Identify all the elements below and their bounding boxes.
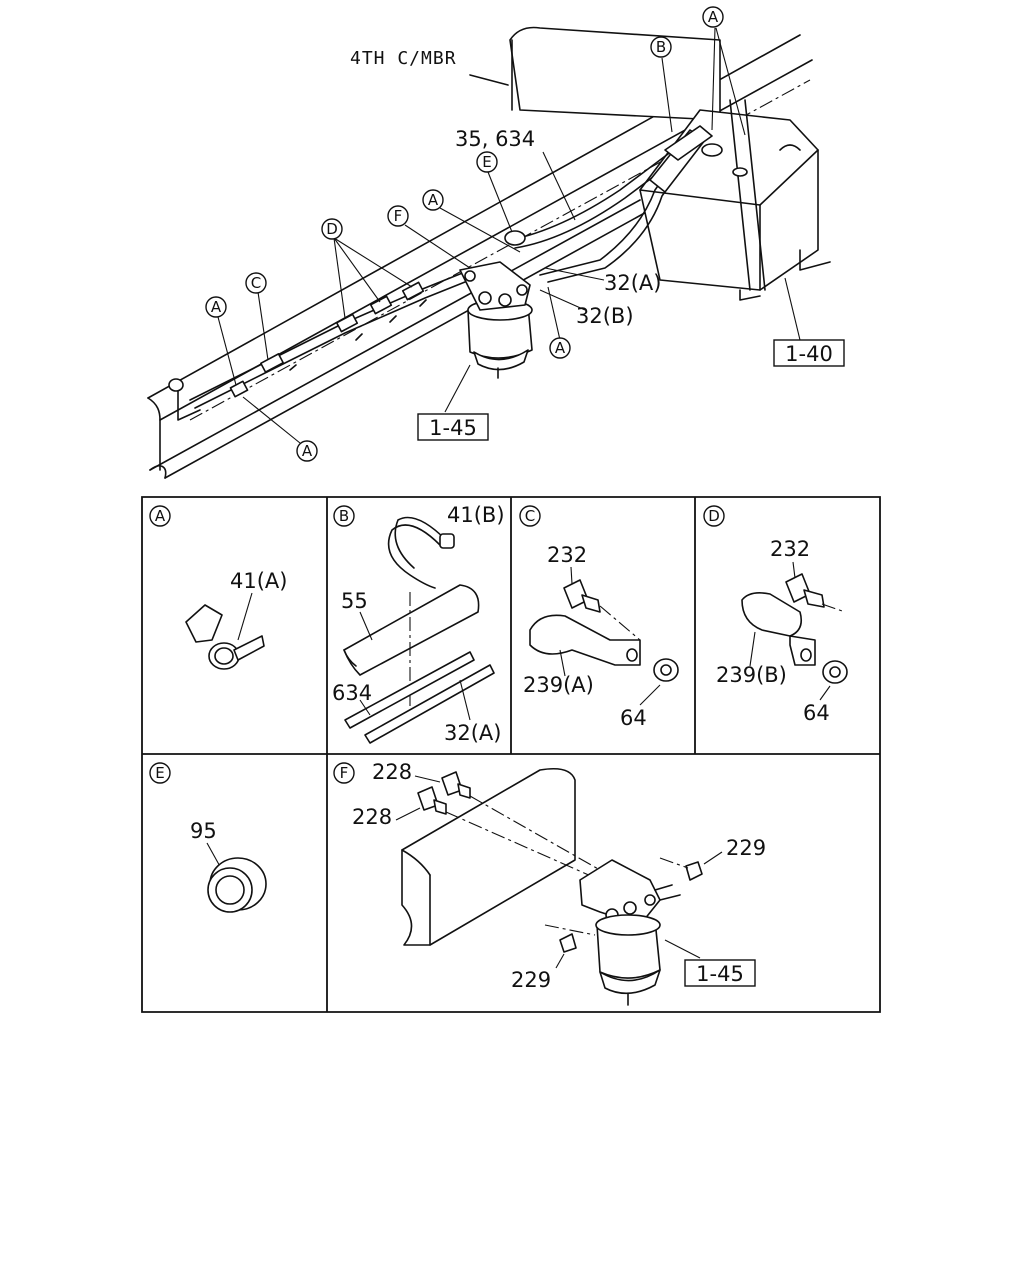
label-64-c: 64 <box>620 706 647 730</box>
bolts-228 <box>417 771 471 815</box>
label-232-c: 232 <box>547 543 587 567</box>
nut-229-a <box>685 861 703 881</box>
label-239a: 239(A) <box>523 673 594 697</box>
svg-text:A: A <box>555 339 566 357</box>
callout-c[interactable]: C <box>245 272 267 294</box>
label-55: 55 <box>341 589 368 613</box>
svg-text:1-40: 1-40 <box>785 342 833 366</box>
svg-text:1-45: 1-45 <box>696 962 744 986</box>
svg-text:A: A <box>155 507 166 525</box>
grommet-95 <box>207 857 267 913</box>
callout-d[interactable]: D <box>321 218 343 240</box>
label-229-b: 229 <box>511 968 551 992</box>
clip-41a <box>185 604 265 670</box>
callout-a-4[interactable]: A <box>549 337 571 359</box>
label-64-d: 64 <box>803 701 830 725</box>
top-assembly <box>147 26 831 479</box>
line-clips <box>229 281 427 398</box>
cross-member <box>469 26 721 121</box>
top-leaders <box>217 27 801 444</box>
bracket-239b <box>741 592 816 666</box>
label-229-a: 229 <box>726 836 766 860</box>
svg-text:D: D <box>708 507 720 525</box>
ref-box-tank[interactable]: 1-40 <box>773 339 845 367</box>
tube-32a <box>364 664 495 744</box>
fuel-filter-top <box>459 261 533 379</box>
svg-text:D: D <box>326 220 338 238</box>
svg-text:E: E <box>482 153 491 171</box>
nut-229-b <box>559 933 577 953</box>
label-232-d: 232 <box>770 537 810 561</box>
detail-grid <box>141 496 881 1013</box>
bolt-232-d <box>785 573 825 608</box>
panel-c: C 232 239(A) 64 <box>519 505 679 730</box>
svg-text:B: B <box>339 507 349 525</box>
svg-text:F: F <box>394 207 403 225</box>
nut-64-d <box>822 660 848 684</box>
bolt-232-c <box>563 579 601 613</box>
callout-a-2[interactable]: A <box>422 189 444 211</box>
ref-box-filter-f[interactable]: 1-45 <box>684 959 756 987</box>
callout-e[interactable]: E <box>476 151 498 173</box>
svg-text:F: F <box>340 764 349 782</box>
callout-a-1[interactable]: A <box>702 6 724 28</box>
panel-d: D 232 239(B) 64 <box>703 505 848 725</box>
panel-d-callout: D <box>703 505 725 527</box>
label-228-b: 228 <box>352 805 392 829</box>
ref-box-filter[interactable]: 1-45 <box>417 413 489 441</box>
label-41b: 41(B) <box>447 503 505 527</box>
bracket-239a <box>529 614 641 666</box>
label-35-634: 35, 634 <box>455 127 535 151</box>
svg-text:C: C <box>525 507 535 525</box>
panel-f: F 228 228 229 229 <box>333 760 766 1006</box>
svg-text:E: E <box>155 764 164 782</box>
panel-a: A 41(A) <box>149 505 287 670</box>
label-41a: 41(A) <box>230 569 287 593</box>
fuel-tank <box>639 99 831 301</box>
panel-f-callout: F <box>333 762 355 784</box>
label-228-a: 228 <box>372 760 412 784</box>
svg-text:C: C <box>251 274 261 292</box>
sleeve-55 <box>343 584 480 676</box>
label-95: 95 <box>190 819 217 843</box>
label-634: 634 <box>332 681 372 705</box>
label-239b: 239(B) <box>716 663 787 687</box>
panel-e: E 95 <box>149 762 267 913</box>
callout-f[interactable]: F <box>387 205 409 227</box>
callout-b[interactable]: B <box>650 36 672 58</box>
svg-text:A: A <box>211 298 222 316</box>
svg-text:A: A <box>428 191 439 209</box>
svg-text:B: B <box>656 38 666 56</box>
panel-e-callout: E <box>149 762 171 784</box>
panel-b-callout: B <box>333 505 355 527</box>
label-32b: 32(B) <box>576 304 634 328</box>
fuel-filter-f <box>579 859 681 1006</box>
band-41b <box>387 516 455 589</box>
panel-a-callout: A <box>149 505 171 527</box>
panel-c-callout: C <box>519 505 541 527</box>
svg-text:1-45: 1-45 <box>429 416 477 440</box>
callout-a-3[interactable]: A <box>205 296 227 318</box>
tube-634 <box>344 651 475 729</box>
label-32a-b: 32(A) <box>444 721 501 745</box>
label-32a: 32(A) <box>604 271 661 295</box>
svg-text:A: A <box>302 442 313 460</box>
callout-a-5[interactable]: A <box>296 440 318 462</box>
member-label: 4TH C/MBR <box>350 48 457 69</box>
nut-64-c <box>653 658 679 682</box>
svg-text:A: A <box>708 8 719 26</box>
panel-b: B 41(B) 55 634 32(A) <box>332 503 505 745</box>
frame-rail-f <box>401 767 576 946</box>
